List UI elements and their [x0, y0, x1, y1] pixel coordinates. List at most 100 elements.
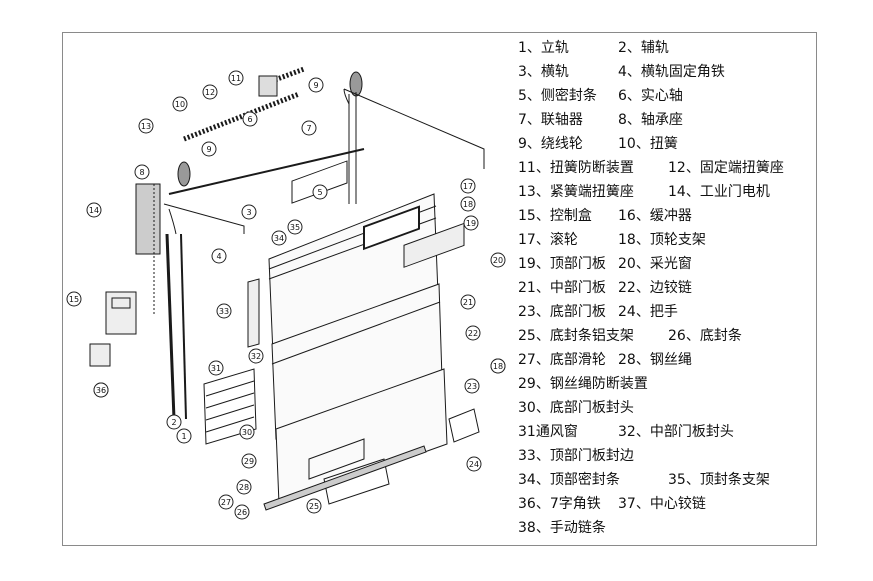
callout-22: 22 — [465, 325, 481, 341]
callout-20: 20 — [490, 252, 506, 268]
callout-18: 18 — [490, 358, 506, 374]
callout-25: 25 — [306, 498, 322, 514]
svg-text:15: 15 — [69, 295, 79, 304]
callout-30: 30 — [239, 424, 255, 440]
door-exploded-diagram: 1234567891011121314151617181920212223242… — [66, 66, 506, 520]
callout-13: 13 — [138, 118, 154, 134]
legend-row: 23、底部门板 24、把手 — [518, 300, 814, 324]
callout-28: 28 — [236, 479, 252, 495]
callout-34: 34 — [271, 230, 287, 246]
legend-entry: 28、钢丝绳 — [618, 352, 692, 368]
svg-text:3: 3 — [246, 208, 251, 217]
legend-entry: 9、绕线轮 — [518, 136, 583, 152]
svg-text:29: 29 — [244, 457, 254, 466]
legend-entry: 17、滚轮 — [518, 232, 578, 248]
legend-entry: 8、轴承座 — [618, 112, 683, 128]
legend-entry: 25、底封条铝支架 — [518, 328, 634, 344]
legend-entry: 32、中部门板封头 — [618, 424, 734, 440]
svg-text:4: 4 — [216, 252, 221, 261]
callout-9: 9 — [308, 77, 324, 93]
legend-entry: 16、缓冲器 — [618, 208, 692, 224]
legend-entry: 30、底部门板封头 — [518, 400, 634, 416]
callout-21: 21 — [460, 294, 476, 310]
svg-text:21: 21 — [463, 298, 473, 307]
callout-32: 32 — [248, 348, 264, 364]
callout-11: 11 — [228, 70, 244, 86]
callout-5: 5 — [312, 184, 328, 200]
svg-text:11: 11 — [231, 74, 241, 83]
callout-15: 15 — [66, 291, 82, 307]
legend-row: 5、侧密封条 6、实心轴 — [518, 84, 814, 108]
svg-text:5: 5 — [317, 188, 322, 197]
callout-10: 10 — [172, 96, 188, 112]
svg-text:27: 27 — [221, 498, 231, 507]
legend-row: 33、顶部门板封边 — [518, 444, 814, 468]
legend-entry: 37、中心铰链 — [618, 496, 706, 512]
callout-2: 2 — [166, 414, 182, 430]
callout-7: 7 — [301, 120, 317, 136]
svg-text:6: 6 — [247, 115, 252, 124]
legend-row: 29、钢丝绳防断装置 — [518, 372, 814, 396]
legend-entry: 7、联轴器 — [518, 112, 583, 128]
callout-17: 17 — [460, 178, 476, 194]
legend-row: 38、手动链条 — [518, 516, 814, 540]
svg-text:8: 8 — [139, 168, 144, 177]
svg-text:25: 25 — [309, 502, 319, 511]
legend-entry: 38、手动链条 — [518, 520, 606, 536]
callout-6: 6 — [242, 111, 258, 127]
svg-text:20: 20 — [493, 256, 503, 265]
legend-entry: 11、扭簧防断装置 — [518, 160, 634, 176]
legend-entry: 18、顶轮支架 — [618, 232, 706, 248]
svg-text:9: 9 — [206, 145, 211, 154]
svg-text:26: 26 — [237, 508, 247, 517]
svg-text:18: 18 — [463, 200, 473, 209]
svg-text:1: 1 — [181, 432, 186, 441]
svg-text:17: 17 — [463, 182, 473, 191]
callout-18: 18 — [460, 196, 476, 212]
callout-27: 27 — [218, 494, 234, 510]
callout-9: 9 — [201, 141, 217, 157]
callout-19: 19 — [463, 215, 479, 231]
callout-24: 24 — [466, 456, 482, 472]
svg-text:35: 35 — [290, 223, 300, 232]
callout-4: 4 — [211, 248, 227, 264]
svg-text:36: 36 — [96, 386, 106, 395]
svg-text:9: 9 — [313, 81, 318, 90]
callout-26: 26 — [234, 504, 250, 520]
legend-entry: 23、底部门板 — [518, 304, 606, 320]
legend-entry: 14、工业门电机 — [668, 184, 770, 200]
svg-text:7: 7 — [306, 124, 311, 133]
callout-33: 33 — [216, 303, 232, 319]
callout-1: 1 — [176, 428, 192, 444]
svg-text:23: 23 — [467, 382, 477, 391]
legend-entry: 12、固定端扭簧座 — [668, 160, 784, 176]
legend-entry: 21、中部门板 — [518, 280, 606, 296]
callout-36: 36 — [93, 382, 109, 398]
legend-entry: 22、边铰链 — [618, 280, 692, 296]
legend-entry: 5、侧密封条 — [518, 88, 597, 104]
legend-entry: 24、把手 — [618, 304, 678, 320]
svg-text:10: 10 — [175, 100, 185, 109]
legend-entry: 31通风窗 — [518, 424, 578, 440]
svg-text:24: 24 — [469, 460, 479, 469]
legend-entry: 2、辅轨 — [618, 40, 669, 56]
legend-entry: 27、底部滑轮 — [518, 352, 606, 368]
legend-entry: 1、立轨 — [518, 40, 569, 56]
callout-12: 12 — [202, 84, 218, 100]
svg-text:18: 18 — [493, 362, 503, 371]
legend-entry: 34、顶部密封条 — [518, 472, 620, 488]
svg-text:28: 28 — [239, 483, 249, 492]
svg-text:31: 31 — [211, 364, 221, 373]
svg-text:32: 32 — [251, 352, 261, 361]
legend-entry: 6、实心轴 — [618, 88, 683, 104]
legend-entry: 3、横轨 — [518, 64, 569, 80]
callout-markers: 1234567891011121314151617181920212223242… — [66, 70, 506, 520]
